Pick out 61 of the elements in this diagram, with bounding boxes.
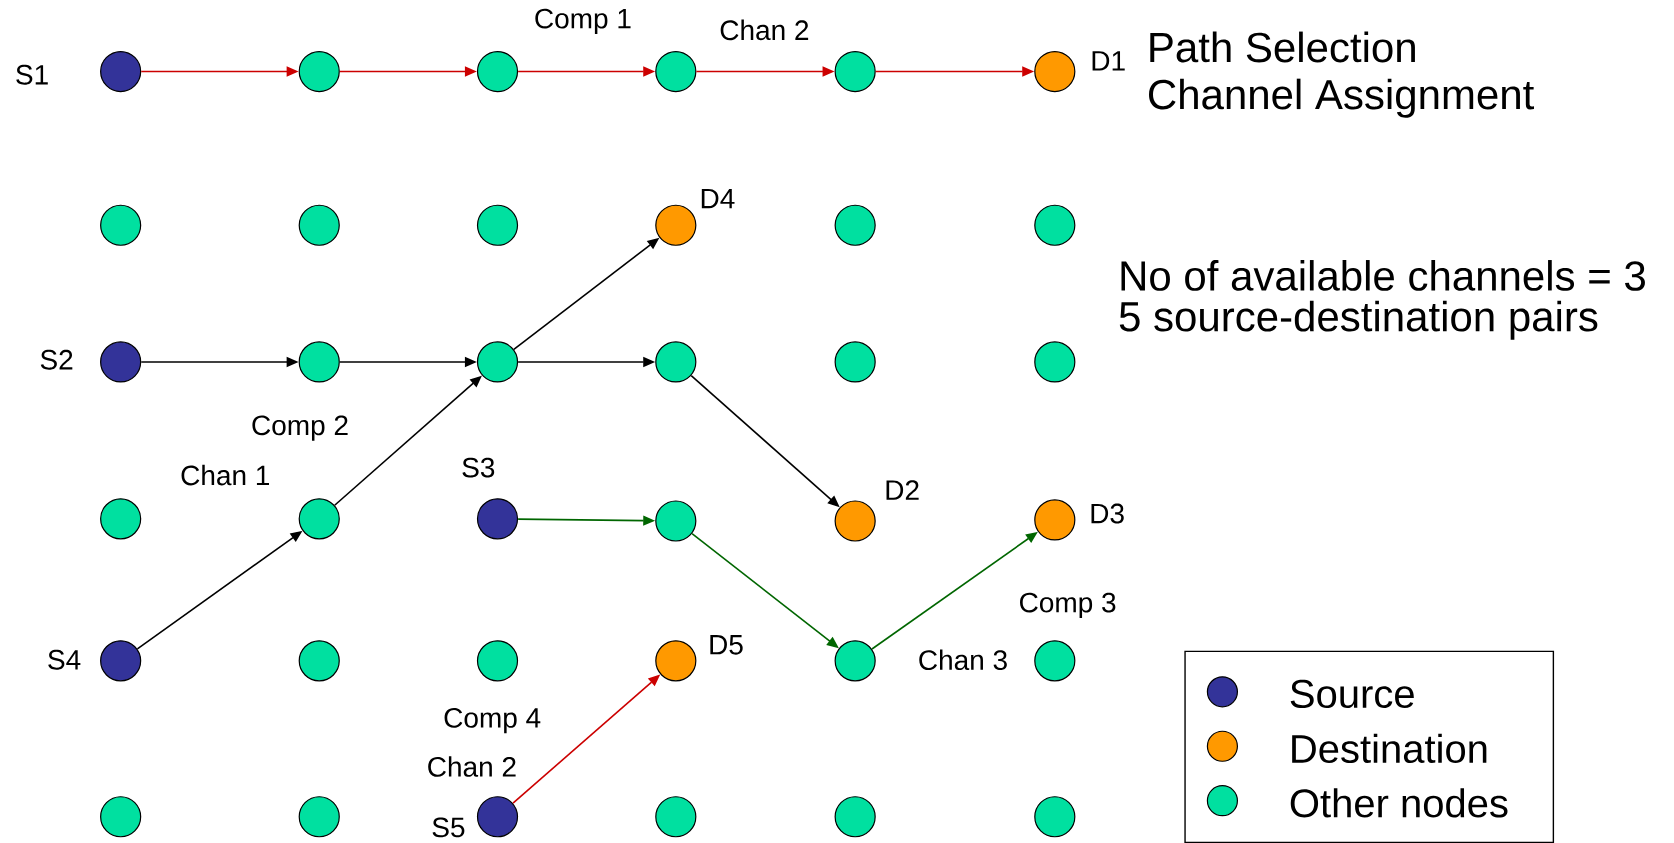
path-label: Chan 3: [919, 649, 1007, 671]
node-circle: [834, 204, 876, 246]
node-circle: [100, 341, 142, 383]
node-circle: [834, 640, 876, 682]
node-circle: [100, 796, 142, 838]
node-circle: [1034, 640, 1076, 682]
node-label: D5: [710, 635, 743, 655]
node-circle: [1034, 204, 1076, 246]
node-circle: [834, 500, 876, 542]
node-circle: [655, 341, 697, 383]
node-circle: [298, 640, 340, 682]
node-circle: [1034, 50, 1076, 93]
node-label: S2: [40, 349, 73, 370]
node-label: S3: [462, 457, 495, 478]
node-label: S1: [16, 64, 48, 85]
node-circle: [100, 204, 142, 246]
heading: Path Selection: [1150, 31, 1415, 63]
heading: Channel Assignment: [1149, 78, 1534, 118]
note: No of available channels = 3: [1121, 260, 1645, 291]
path-label: Comp 3: [1020, 592, 1116, 618]
node-circle: [476, 640, 519, 682]
node-circle: [476, 341, 519, 383]
node-circle: [1034, 499, 1076, 541]
path-label: Chan 2: [428, 756, 516, 777]
node-label: S4: [48, 649, 81, 670]
node-circle: [834, 341, 876, 383]
node-circle: [655, 640, 697, 682]
node-circle: [476, 50, 519, 93]
node-circle: [655, 500, 697, 542]
node-circle: [298, 796, 340, 838]
node-circle: [476, 204, 519, 246]
legend-label: Destination: [1292, 733, 1487, 764]
node-circle: [476, 498, 519, 540]
node-label: S5: [432, 817, 465, 838]
node-circle: [655, 50, 697, 93]
node-circle: [298, 50, 340, 93]
legend-label: Other nodes: [1290, 788, 1508, 818]
node-label: D3: [1091, 503, 1124, 524]
path-label: Comp 2: [252, 415, 348, 441]
node-circle: [655, 204, 697, 246]
node-circle: [834, 796, 876, 838]
node-circle: [1034, 341, 1076, 383]
node-circle: [100, 498, 142, 540]
node-circle: [298, 204, 340, 246]
node-label: D2: [886, 480, 919, 500]
node-circle: [298, 498, 340, 540]
node-circle: [298, 341, 340, 383]
path-label: Comp 4: [444, 707, 541, 734]
node-circle: [1034, 796, 1076, 838]
node-circle: [834, 50, 876, 93]
path-label: Comp 1: [535, 8, 631, 35]
node-circle: [476, 796, 519, 838]
node-circle: [100, 640, 142, 682]
path-label: Chan 2: [720, 19, 809, 41]
node-circle: [655, 796, 697, 838]
note: 5 source-destination pairs: [1119, 300, 1598, 340]
node-label: D4: [701, 188, 735, 209]
legend-label: Source: [1290, 679, 1414, 709]
path-label: Chan 1: [181, 464, 269, 486]
node-circle: [100, 50, 142, 93]
node-label: D1: [1092, 51, 1125, 71]
